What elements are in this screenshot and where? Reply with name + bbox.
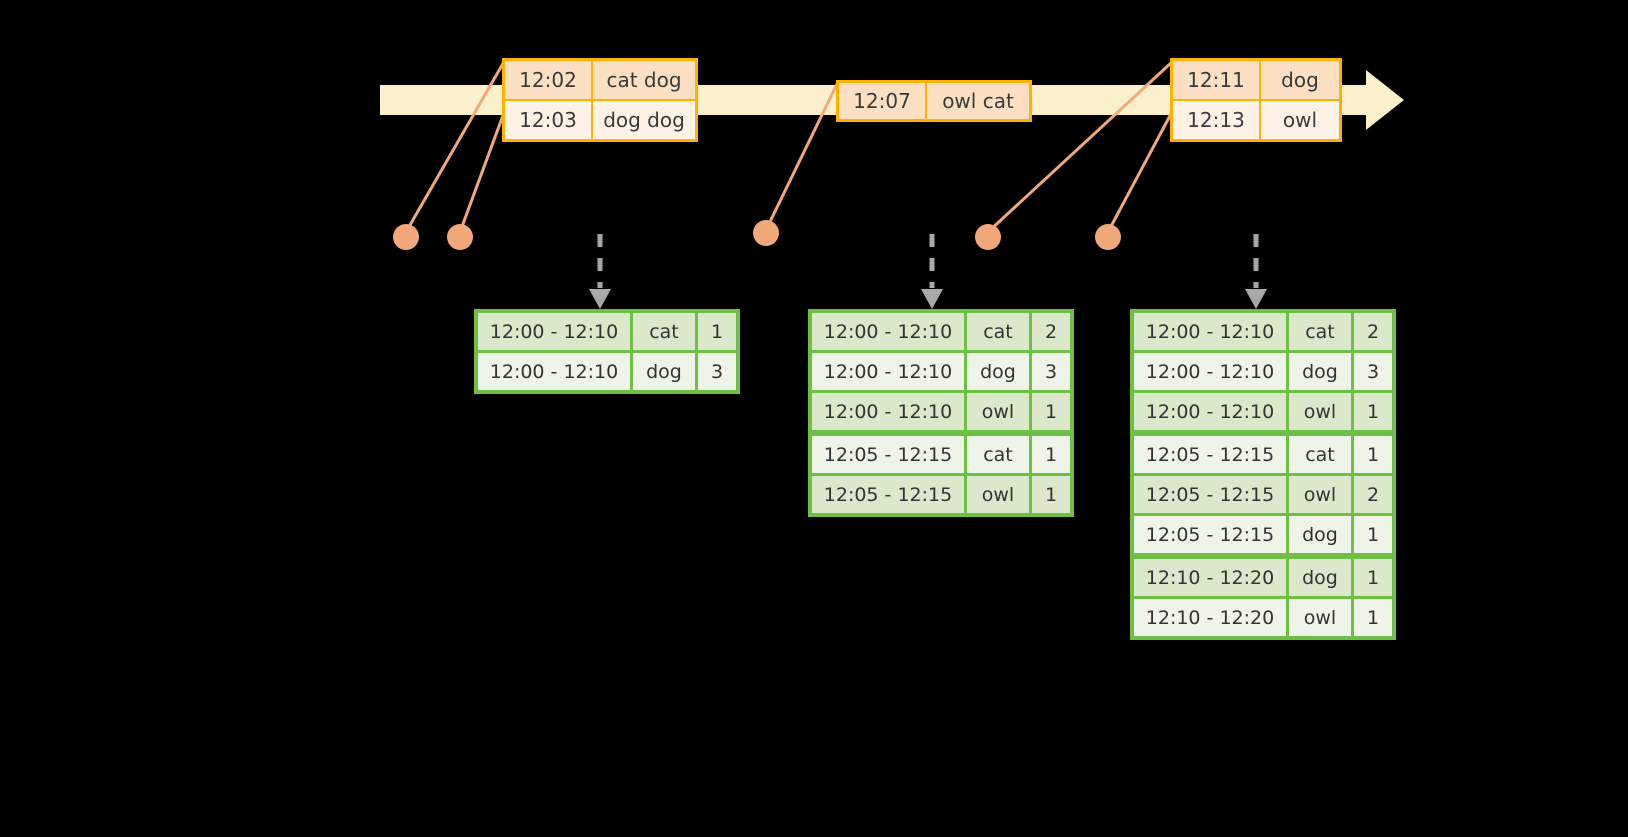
timeline-event-group-1[interactable]: 12:02 cat dog 12:03 dog dog	[502, 58, 698, 142]
connector-dot-1	[393, 224, 419, 250]
event-row[interactable]: 12:11 dog	[1173, 61, 1339, 99]
cell-count: 1	[1032, 393, 1070, 430]
cell-word: dog	[1289, 559, 1351, 596]
cell-count: 1	[1354, 516, 1392, 553]
cell-window: 12:00 - 12:10	[1134, 393, 1286, 430]
cell-word: owl	[1289, 599, 1351, 636]
cell-word: owl	[967, 476, 1029, 513]
cell-window: 12:10 - 12:20	[1134, 599, 1286, 636]
cell-word: dog	[967, 353, 1029, 390]
timeline-event-group-3[interactable]: 12:11 dog 12:13 owl	[1170, 58, 1342, 142]
cell-word: cat	[1289, 436, 1351, 473]
cell-count: 1	[1354, 436, 1392, 473]
cell-word: dog	[633, 353, 695, 390]
event-row[interactable]: 12:02 cat dog	[505, 61, 695, 99]
event-words: dog	[1261, 61, 1339, 99]
event-row[interactable]: 12:13 owl	[1173, 99, 1339, 139]
cell-word: cat	[1289, 313, 1351, 350]
cell-window: 12:00 - 12:10	[478, 313, 630, 350]
event-time: 12:03	[505, 101, 593, 139]
cell-word: cat	[967, 313, 1029, 350]
cell-window: 12:00 - 12:10	[812, 353, 964, 390]
cell-window: 12:00 - 12:10	[812, 393, 964, 430]
event-row[interactable]: 12:07 owl cat	[839, 83, 1029, 119]
cell-count: 1	[1354, 599, 1392, 636]
cell-count: 3	[1354, 353, 1392, 390]
timeline-arrowhead	[1366, 70, 1404, 130]
cell-window: 12:00 - 12:10	[1134, 313, 1286, 350]
cell-word: dog	[1289, 516, 1351, 553]
cell-word: owl	[1289, 393, 1351, 430]
cell-window: 12:10 - 12:20	[1134, 559, 1286, 596]
event-time: 12:07	[839, 83, 927, 119]
cell-window: 12:00 - 12:10	[812, 313, 964, 350]
event-row[interactable]: 12:03 dog dog	[505, 99, 695, 139]
event-words: owl cat	[927, 83, 1029, 119]
timeline-event-group-2[interactable]: 12:07 owl cat	[836, 80, 1032, 122]
connector-dot-3	[753, 220, 779, 246]
cell-window: 12:05 - 12:15	[812, 476, 964, 513]
connector-dot-4	[975, 224, 1001, 250]
cell-count: 1	[1032, 476, 1070, 513]
cell-count: 2	[1032, 313, 1070, 350]
cell-word: owl	[967, 393, 1029, 430]
connector-dot-2	[447, 224, 473, 250]
cell-count: 2	[1354, 476, 1392, 513]
cell-count: 3	[698, 353, 736, 390]
event-words: cat dog	[593, 61, 695, 99]
cell-word: owl	[1289, 476, 1351, 513]
cell-window: 12:05 - 12:15	[1134, 476, 1286, 513]
cell-window: 12:05 - 12:15	[1134, 516, 1286, 553]
event-time: 12:11	[1173, 61, 1261, 99]
event-time: 12:02	[505, 61, 593, 99]
cell-window: 12:00 - 12:10	[1134, 353, 1286, 390]
cell-count: 2	[1354, 313, 1392, 350]
cell-word: dog	[1289, 353, 1351, 390]
cell-count: 1	[1354, 559, 1392, 596]
cell-word: cat	[967, 436, 1029, 473]
event-words: dog dog	[593, 101, 695, 139]
event-time: 12:13	[1173, 101, 1261, 139]
connector-dot-5	[1095, 224, 1121, 250]
cell-count: 1	[1354, 393, 1392, 430]
cell-count: 1	[698, 313, 736, 350]
cell-window: 12:00 - 12:10	[478, 353, 630, 390]
cell-window: 12:05 - 12:15	[1134, 436, 1286, 473]
cell-count: 1	[1032, 436, 1070, 473]
cell-word: cat	[633, 313, 695, 350]
cell-count: 3	[1032, 353, 1070, 390]
cell-window: 12:05 - 12:15	[812, 436, 964, 473]
event-words: owl	[1261, 101, 1339, 139]
